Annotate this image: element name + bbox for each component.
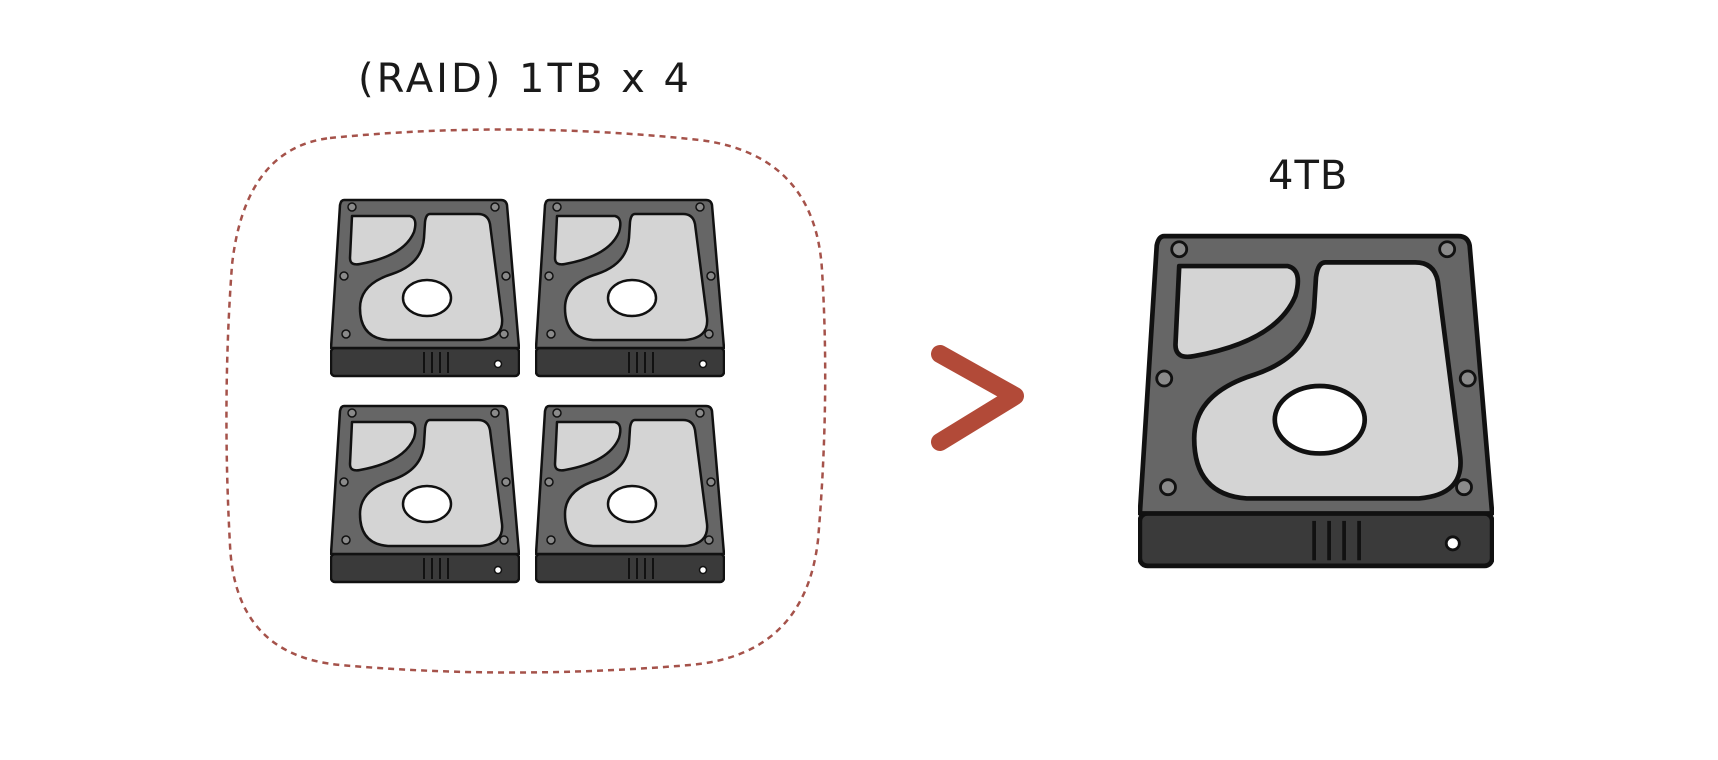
single-drive-label: 4TB [1268,153,1349,199]
hard-drive-icon [535,404,725,584]
large-hard-drive-icon [1140,236,1492,566]
raid-array-label: (RAID) 1TB x 4 [358,56,692,102]
hard-drive-icon [330,198,520,378]
raid-group-outline [225,128,827,674]
hard-drive-icon [330,404,520,584]
greater-than-icon [931,345,1024,451]
hard-drive-icon [535,198,725,378]
